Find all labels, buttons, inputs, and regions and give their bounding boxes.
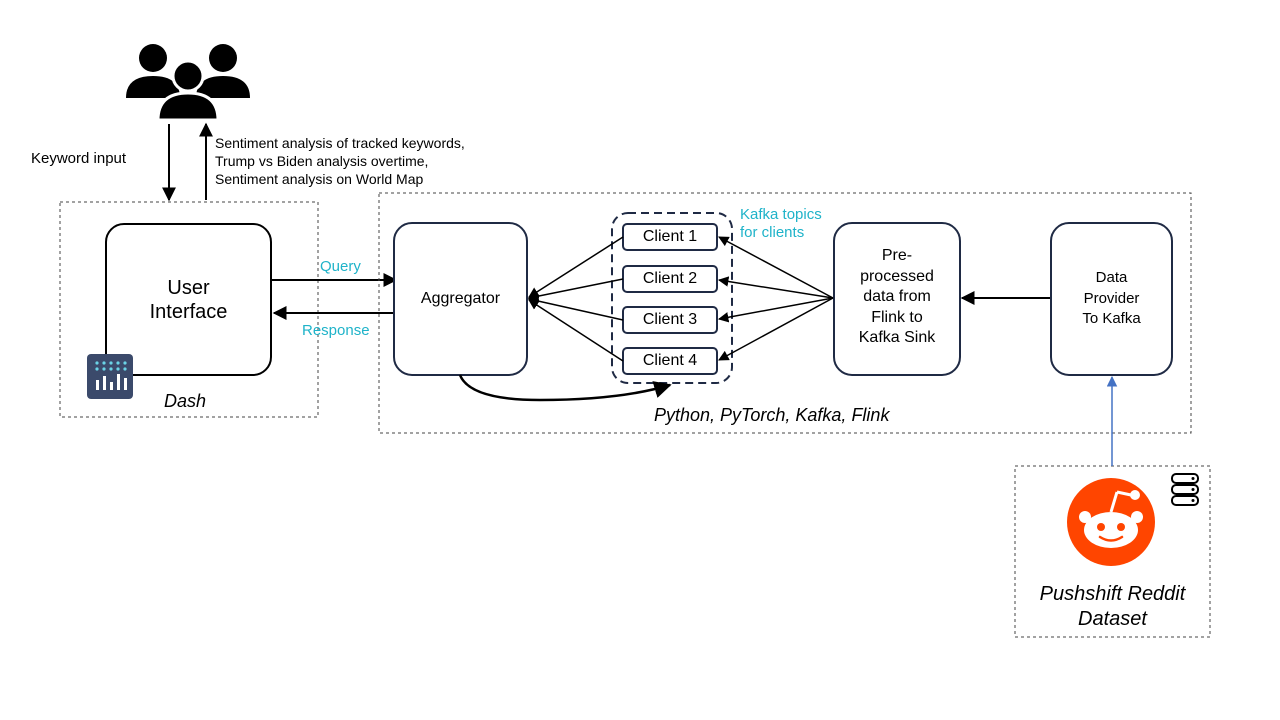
- reddit-caption-line-1: Pushshift Reddit: [1039, 583, 1186, 605]
- dash-group-border: [59, 201, 319, 418]
- analysis-line-1: Sentiment analysis of tracked keywords,: [215, 135, 465, 151]
- data-provider-label: Data Provider To Kafka: [1051, 268, 1172, 330]
- response-label: Response: [302, 322, 370, 339]
- preprocessed-line-1: Pre-: [881, 247, 913, 264]
- aggregator-label: Aggregator: [420, 290, 501, 307]
- preprocessed-box: [833, 222, 961, 376]
- aggregator-feedback-arrow: [458, 374, 672, 402]
- pipeline-caption: Python, PyTorch, Kafka, Flink: [654, 405, 890, 425]
- keyword-input-label: Keyword input: [31, 150, 127, 167]
- kafka-topics-group: [611, 212, 733, 384]
- kafka-topics-line-1: Kafka topics: [740, 206, 822, 223]
- user-interface-label: User Interface: [106, 276, 271, 324]
- data-provider-box: [1050, 222, 1173, 376]
- query-label: Query: [320, 258, 361, 275]
- user-interface-box: [105, 223, 272, 376]
- analysis-line-3: Sentiment analysis on World Map: [215, 171, 424, 187]
- dash-caption: Dash: [164, 391, 207, 411]
- analysis-output-text: Sentiment analysis of tracked keywords, …: [215, 134, 465, 188]
- kafka-topics-label: Kafka topics for clients: [740, 206, 822, 242]
- reddit-caption-line-2: Dataset: [1078, 608, 1147, 630]
- preprocessed-line-3: data from: [863, 288, 931, 305]
- data-provider-line-1: Data: [1095, 269, 1128, 286]
- reddit-logo-icon: [1067, 478, 1155, 566]
- client-to-aggregator-arrows: [527, 236, 624, 362]
- user-interface-line-2: Interface: [149, 301, 228, 323]
- client-3-label: Client 3: [642, 311, 698, 328]
- client-2-label: Client 2: [642, 270, 698, 287]
- reddit-caption: Pushshift Reddit Dataset: [1015, 582, 1210, 632]
- preprocessed-line-5: Kafka Sink: [858, 329, 936, 346]
- pipeline-group-border: [378, 192, 1192, 434]
- client-1-label: Client 1: [642, 228, 698, 245]
- users-group-icon: [126, 44, 250, 122]
- data-provider-line-3: To Kafka: [1082, 310, 1141, 327]
- preprocessed-to-clients-arrows: [717, 236, 834, 361]
- preprocessed-line-4: Flink to: [871, 308, 923, 326]
- data-provider-line-2: Provider: [1083, 289, 1140, 307]
- client-4-label: Client 4: [642, 352, 698, 369]
- user-interface-line-1: User: [167, 277, 210, 299]
- preprocessed-line-2: processed: [860, 267, 934, 285]
- preprocessed-label: Pre- processed data from Flink to Kafka …: [834, 246, 960, 349]
- kafka-topics-line-2: for clients: [740, 224, 805, 241]
- analysis-line-2: Trump vs Biden analysis overtime,: [215, 153, 429, 169]
- database-icon: [1171, 473, 1199, 506]
- plotly-dash-logo-icon: [87, 354, 133, 399]
